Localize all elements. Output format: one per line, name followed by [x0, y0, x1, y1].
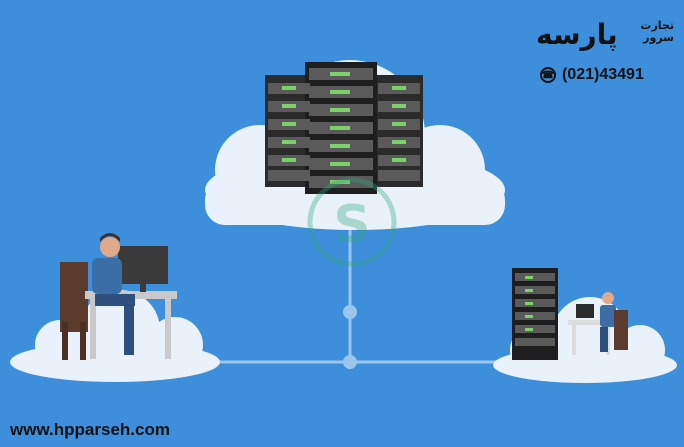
person-head: [100, 237, 120, 257]
phone-number: (021)43491: [562, 66, 644, 83]
person-head: [602, 292, 614, 304]
chair: [614, 310, 628, 350]
watermark-logo-icon: S: [307, 177, 397, 267]
phone-icon: ☎: [540, 67, 556, 83]
server-rack-right: [512, 268, 558, 360]
brand-logo: پارسه تجارت سرور: [536, 18, 676, 88]
desk: [568, 320, 612, 325]
chair: [60, 262, 88, 332]
brand-name: پارسه: [536, 18, 619, 51]
person-shirt: [600, 305, 616, 327]
network-node-top: [343, 305, 357, 319]
brand-tagline: تجارت سرور: [640, 19, 674, 44]
svg-text:S: S: [333, 195, 370, 255]
website-url: www.hpparseh.com: [10, 420, 170, 439]
phone-contact: ☎ (021)43491: [540, 66, 644, 84]
server-rack-center: [265, 62, 423, 194]
person-shirt: [92, 258, 122, 294]
person-workstation-right: [568, 292, 628, 355]
person-workstation-left: [60, 233, 177, 360]
network-node-bottom: [343, 355, 357, 369]
laptop: [576, 304, 594, 318]
monitor: [118, 246, 168, 284]
